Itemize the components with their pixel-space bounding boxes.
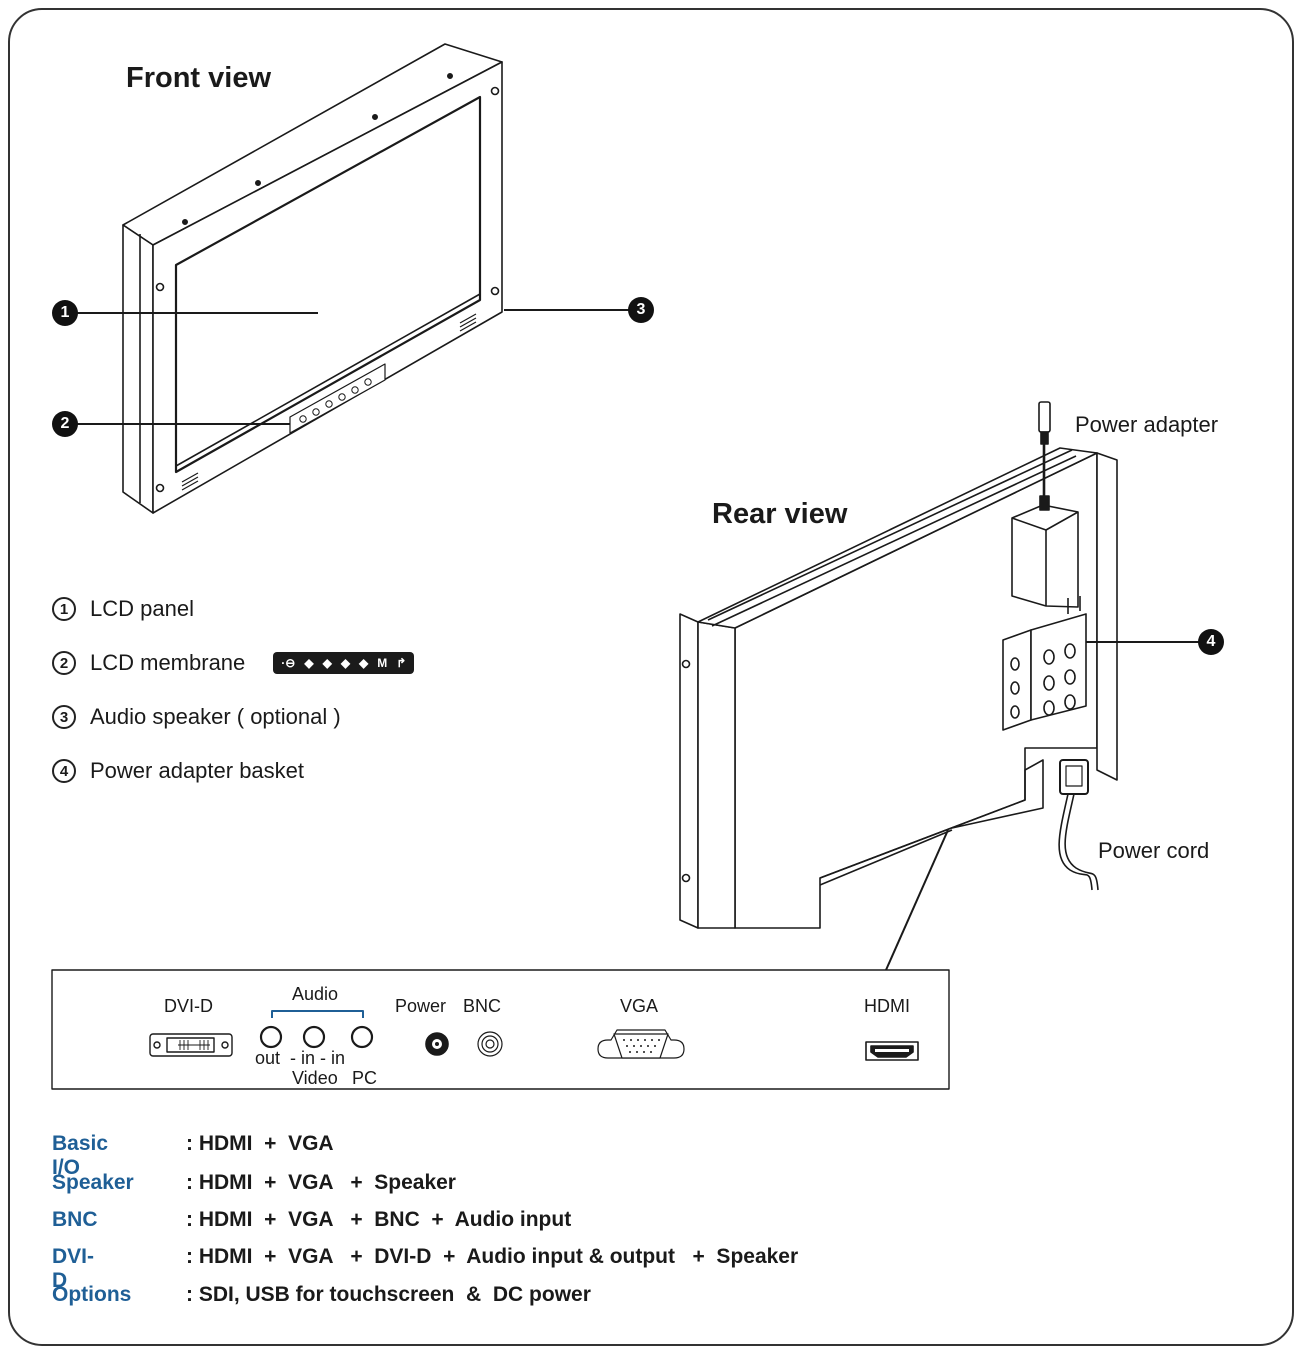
- spec-value: : HDMI + VGA + BNC + Audio input: [186, 1208, 572, 1231]
- legend-number: 3: [52, 705, 76, 729]
- rear-view-title: Rear view: [712, 498, 848, 530]
- legend-number: 1: [52, 597, 76, 621]
- legend-item-power-adapter-basket: 4 Power adapter basket: [52, 756, 304, 786]
- membrane-key-menu: M: [377, 656, 388, 670]
- diagram-frame: [8, 8, 1294, 1346]
- callout-2: 2: [52, 411, 78, 437]
- spec-value: : HDMI + VGA + Speaker: [186, 1171, 456, 1194]
- spec-value: : SDI, USB for touchscreen & DC power: [186, 1283, 591, 1306]
- io-label-hdmi: HDMI: [864, 996, 910, 1016]
- dvi-connector: [149, 1033, 233, 1057]
- membrane-key-strip: ·⊖ ◆ ◆ ◆ ◆ M ↱: [273, 652, 415, 674]
- membrane-key-right: ◆: [340, 656, 351, 670]
- io-label-audio-in: - in - in: [290, 1048, 346, 1068]
- legend-item-lcd-membrane: 2 LCD membrane ·⊖ ◆ ◆ ◆ ◆ M ↱: [52, 648, 415, 678]
- callout-1: 1: [52, 300, 78, 326]
- legend-number: 2: [52, 651, 76, 675]
- power-adapter-label: Power adapter: [1075, 412, 1219, 437]
- rear-monitor: [679, 401, 1118, 929]
- spec-key: Options: [52, 1283, 132, 1306]
- power-cord-label: Power cord: [1098, 838, 1210, 863]
- hdmi-connector: [865, 1041, 919, 1061]
- io-label-power: Power: [395, 996, 447, 1016]
- io-panel-box: [51, 969, 950, 1090]
- legend-text: Power adapter basket: [90, 758, 305, 783]
- spec-value: : HDMI + VGA + DVI-D + Audio input & out…: [186, 1245, 799, 1268]
- spec-value: : HDMI + VGA: [186, 1132, 334, 1155]
- membrane-key-left: ◆: [359, 656, 369, 670]
- io-label-video: Video: [292, 1068, 338, 1088]
- legend-text: LCD panel: [90, 596, 194, 621]
- legend-item-audio-speaker: 3 Audio speaker ( optional ): [52, 702, 341, 732]
- membrane-key-return: ↱: [396, 656, 407, 670]
- io-label-pc: PC: [352, 1068, 378, 1088]
- front-monitor: [122, 43, 503, 514]
- callout-3: 3: [628, 297, 654, 323]
- legend-number: 4: [52, 759, 76, 783]
- spec-key: Speaker: [52, 1171, 134, 1194]
- spec-key: DVI-D: [52, 1245, 94, 1292]
- spec-key: BNC: [52, 1208, 98, 1231]
- io-label-dvi: DVI-D: [164, 996, 213, 1016]
- front-view-title: Front view: [126, 62, 272, 94]
- membrane-key-power: ·⊖: [281, 656, 296, 670]
- io-label-vga: VGA: [620, 996, 659, 1016]
- vga-connector: [597, 1029, 685, 1059]
- legend-text: LCD membrane: [90, 650, 246, 675]
- membrane-key-up: ◆: [304, 656, 314, 670]
- io-label-bnc: BNC: [463, 996, 502, 1016]
- membrane-key-down: ◆: [322, 656, 332, 670]
- io-label-audio: Audio: [292, 984, 339, 1004]
- callout-4: 4: [1198, 629, 1224, 655]
- legend-text: Audio speaker ( optional ): [90, 704, 341, 729]
- spec-key: Basic I/O: [52, 1132, 109, 1179]
- io-label-audio-out: out: [255, 1048, 281, 1068]
- legend-item-lcd-panel: 1 LCD panel: [52, 594, 194, 624]
